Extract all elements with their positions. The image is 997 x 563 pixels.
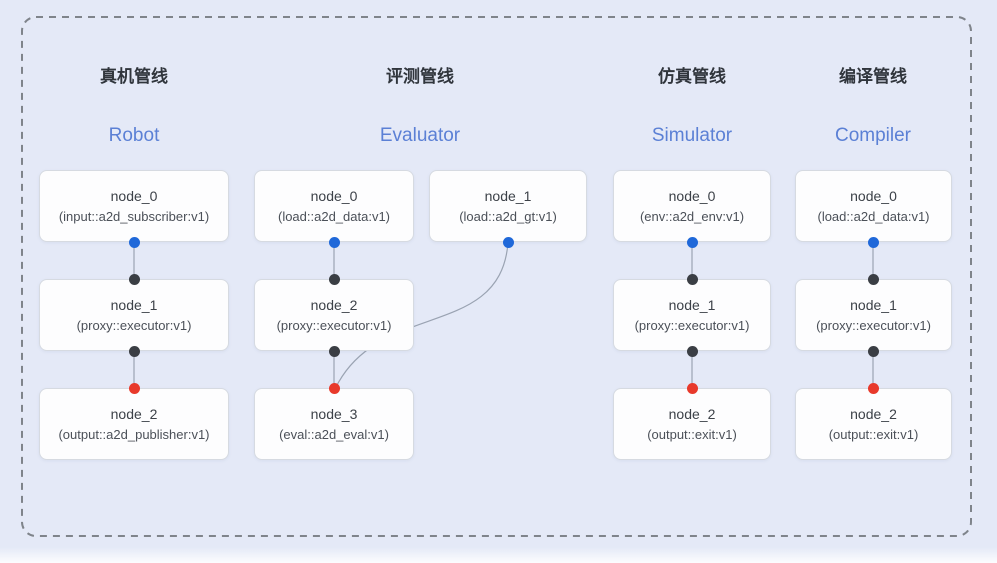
node-name: node_0 [310,188,358,204]
pipeline-title-zh-simulator: 仿真管线 [658,67,726,86]
node-card-evaluator-0: node_0 (load::a2d_data:v1) [254,170,414,242]
node-card-simulator-1: node_1 (proxy::executor:v1) [613,279,771,351]
node-type: (proxy::executor:v1) [634,318,750,333]
node-card-compiler-2: node_2 (output::exit:v1) [795,388,952,460]
pipeline-title-en-robot: Robot [108,125,160,146]
node-type: (env::a2d_env:v1) [639,209,745,224]
node-card-robot-2: node_2 (output::a2d_publisher:v1) [39,388,229,460]
node-type: (input::a2d_subscriber:v1) [58,209,210,224]
node-type: (eval::a2d_eval:v1) [279,427,389,442]
pipeline-title-zh-robot: 真机管线 [100,67,168,86]
node-name: node_1 [484,188,532,204]
node-type: (proxy::executor:v1) [276,318,392,333]
pipeline-title-en-compiler: Compiler [834,125,912,146]
port-dot-blue [502,236,514,248]
node-name: node_1 [668,297,716,313]
node-type: (output::exit:v1) [828,427,919,442]
node-name: node_1 [850,297,897,313]
port-dot-red [128,382,140,394]
port-dot-dark [128,345,140,357]
node-type: (output::exit:v1) [647,427,737,442]
port-dot-dark [867,273,879,285]
pipeline-title-zh-compiler: 编译管线 [839,67,907,86]
node-card-robot-0: node_0 (input::a2d_subscriber:v1) [39,170,229,242]
node-card-evaluator-1: node_1 (load::a2d_gt:v1) [429,170,587,242]
port-dot-dark [686,345,698,357]
node-type: (proxy::executor:v1) [76,318,192,333]
node-type: (load::a2d_gt:v1) [459,209,557,224]
port-dot-dark [686,273,698,285]
node-type: (load::a2d_data:v1) [277,209,391,224]
port-dot-dark [328,273,340,285]
node-name: node_0 [850,188,897,204]
node-type: (proxy::executor:v1) [816,318,931,333]
port-dot-red [328,382,340,394]
node-card-compiler-0: node_0 (load::a2d_data:v1) [795,170,952,242]
pipeline-title-en-simulator: Simulator [651,125,733,146]
node-name: node_2 [310,297,358,313]
pipeline-title-en-evaluator: Evaluator [379,125,461,146]
node-type: (output::a2d_publisher:v1) [58,427,210,442]
node-name: node_0 [110,188,158,204]
port-dot-dark [128,273,140,285]
port-dot-blue [867,236,879,248]
node-name: node_1 [110,297,158,313]
node-card-evaluator-3: node_3 (eval::a2d_eval:v1) [254,388,414,460]
dashed-border [21,16,972,537]
port-dot-blue [686,236,698,248]
node-card-evaluator-2: node_2 (proxy::executor:v1) [254,279,414,351]
port-dot-dark [328,345,340,357]
node-name: node_0 [668,188,716,204]
node-name: node_2 [110,406,158,422]
pipeline-title-zh-evaluator: 评测管线 [386,67,454,86]
port-dot-blue [128,236,140,248]
port-dot-dark [867,345,879,357]
node-card-simulator-2: node_2 (output::exit:v1) [613,388,771,460]
node-type: (load::a2d_data:v1) [817,209,930,224]
node-name: node_2 [668,406,716,422]
node-name: node_2 [850,406,897,422]
node-card-compiler-1: node_1 (proxy::executor:v1) [795,279,952,351]
edge-curve [335,242,509,388]
port-dot-blue [328,236,340,248]
node-card-simulator-0: node_0 (env::a2d_env:v1) [613,170,771,242]
port-dot-red [686,382,698,394]
port-dot-red [867,382,879,394]
node-name: node_3 [310,406,358,422]
node-card-robot-1: node_1 (proxy::executor:v1) [39,279,229,351]
